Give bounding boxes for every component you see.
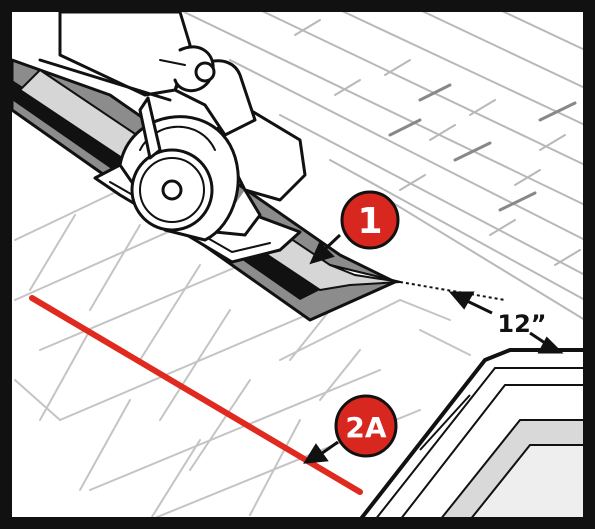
callout-1-leader bbox=[309, 233, 342, 265]
dimension-arrows bbox=[448, 291, 564, 354]
callout-1-badge: 1 bbox=[340, 190, 400, 250]
callout-2a-leader bbox=[303, 440, 339, 464]
callout-2a-badge: 2A bbox=[334, 394, 398, 458]
callout-1-label: 1 bbox=[357, 201, 382, 242]
upper-shingle-ticks bbox=[388, 83, 577, 212]
chalk-line bbox=[29, 295, 363, 495]
dimension-label: 12” bbox=[497, 310, 546, 338]
dormer-frame bbox=[358, 348, 587, 522]
upper-shingles bbox=[179, 9, 586, 321]
callout-2a-label: 2A bbox=[345, 411, 386, 444]
